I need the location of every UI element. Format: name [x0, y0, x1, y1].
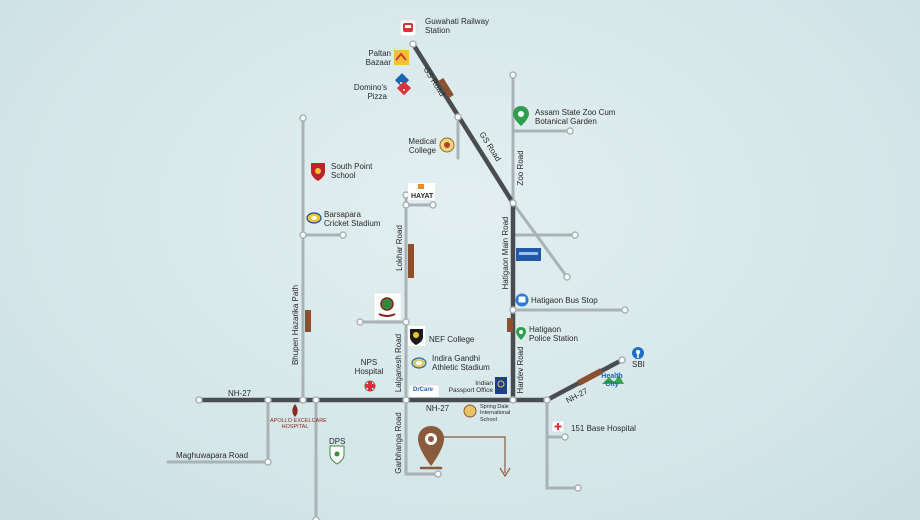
hatigaon-main-road-label: Hatigaon Main Road	[501, 217, 510, 290]
train-icon	[399, 19, 417, 37]
major-roads	[196, 41, 625, 403]
police-station-pin-icon	[516, 327, 526, 340]
hatigaon-branch	[511, 201, 569, 279]
south-point-school-icon	[311, 163, 325, 181]
zoo-road-line	[511, 73, 572, 205]
bus-stop-icon	[515, 293, 529, 307]
zoo-road-label: Zoo Road	[516, 150, 525, 185]
gs-road-line	[410, 41, 516, 206]
dr-care-icon	[408, 384, 440, 398]
spring-dale-school-icon	[463, 404, 477, 418]
road-name-labels: GS Road GS Road Zoo Road Hatigaon Main R…	[176, 65, 590, 473]
nef-college-label: NEF College	[429, 335, 475, 344]
nh27-center-label: NH-27	[426, 404, 450, 413]
hatigaon-main-highlight	[507, 318, 513, 332]
minor-roads	[166, 73, 627, 520]
base-hospital-icon	[551, 420, 565, 433]
garbhanga-road-label: Garbhanga Road	[394, 412, 403, 473]
paltan-bazaar-icon	[394, 50, 409, 65]
151-base-hospital-label: 151 Base Hospital	[571, 424, 636, 433]
bhupen-hazarika-path-label: Bhupen Hazarika Path	[291, 285, 300, 365]
passport-office-icon	[495, 377, 507, 394]
nef-college-icon	[408, 326, 425, 346]
school-crest-icon	[373, 292, 402, 321]
hatigaon-building-icon	[516, 248, 541, 261]
hayat-icon	[408, 183, 435, 200]
indira-gandhi-stadium-icon	[411, 357, 427, 369]
dps-icon	[329, 445, 345, 465]
hardev-road-label: Hardev Road	[516, 346, 525, 393]
road-highlights	[305, 77, 603, 386]
lokhar-road-highlight	[408, 244, 414, 278]
sbi-icon	[632, 347, 644, 359]
dps-label: DPS	[329, 437, 346, 446]
nh27-left-label: NH-27	[228, 389, 252, 398]
lalganesh-road-label: Lalganesh Road	[394, 334, 403, 392]
dominos-pizza-icon	[394, 73, 412, 96]
garbhanga-road-line	[404, 398, 440, 476]
sbi-label: SBI	[632, 360, 645, 369]
hardev-south-road	[545, 398, 580, 490]
dr-care-label: DrCare	[413, 387, 434, 393]
health-city-icon	[602, 375, 624, 384]
nps-hospital-icon	[364, 380, 376, 392]
hayat-label: HAYAT	[411, 193, 434, 200]
landmark-icons	[292, 19, 644, 470]
zoo-location-pin-icon	[513, 106, 529, 126]
barsapara-stadium-icon	[306, 212, 322, 224]
apollo-hospital-icon	[292, 404, 298, 417]
medical-college-icon	[439, 137, 455, 153]
bhupen-hazarika-path-road	[301, 116, 345, 402]
lokhar-road-label: Lokhar Road	[395, 225, 404, 271]
gs-road-label-2: GS Road	[478, 130, 503, 163]
maghuwapara-road-label: Maghuwapara Road	[176, 451, 248, 460]
lokhar-road-line	[358, 193, 435, 402]
gs-road-highlight	[438, 77, 454, 99]
project-site-pin-icon	[418, 426, 444, 470]
road-junctions	[195, 40, 629, 520]
hatigaon-bus-stop-label: Hatigaon Bus Stop	[531, 296, 598, 305]
site-direction-arrow	[440, 436, 511, 478]
nh27-east-highlight	[577, 368, 603, 386]
bhupen-hazarika-highlight	[305, 310, 311, 332]
